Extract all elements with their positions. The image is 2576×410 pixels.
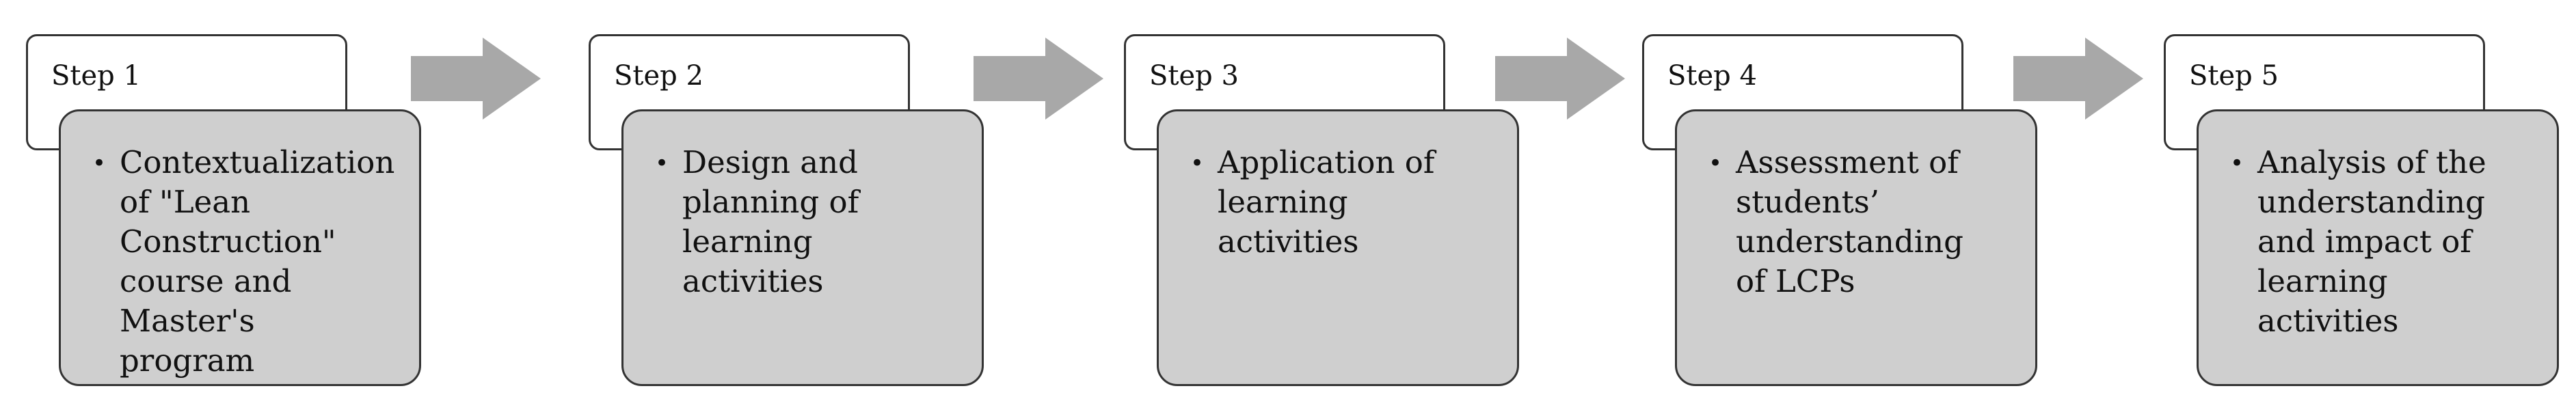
step-2-description: Design and planning of learning activiti…: [682, 144, 859, 299]
bullet-icon: •: [2230, 150, 2244, 177]
step-5-label: Step 5: [2189, 60, 2279, 92]
step-4-description-box: • Assessment of students’ understanding …: [1675, 109, 2037, 386]
arrow-right-icon: [2013, 38, 2143, 120]
bullet-icon: •: [1708, 150, 1723, 177]
step-5-description: Analysis of the understanding and impact…: [2257, 144, 2486, 339]
step-1-description-box: • Contextualization of "Lean Constructio…: [59, 109, 421, 386]
step-2: Step 2 • Design and planning of learning…: [589, 0, 1012, 410]
arrow-right-icon: [411, 38, 541, 120]
step-2-description-box: • Design and planning of learning activi…: [621, 109, 984, 386]
step-4-label: Step 4: [1667, 60, 1757, 92]
arrow-right-icon: [974, 38, 1103, 120]
step-3-description-box: • Application of learning activities: [1157, 109, 1519, 386]
step-4-description: Assessment of students’ understanding of…: [1736, 144, 1963, 299]
step-5-description-box: • Analysis of the understanding and impa…: [2197, 109, 2559, 386]
step-3: Step 3 • Application of learning activit…: [1124, 0, 1548, 410]
arrow-right-icon: [1495, 38, 1625, 120]
step-4: Step 4 • Assessment of students’ underst…: [1642, 0, 2066, 410]
step-1-description: Contextualization of "Lean Construction"…: [120, 144, 395, 379]
step-1-label: Step 1: [51, 60, 141, 92]
step-1: Step 1 • Contextualization of "Lean Cons…: [26, 0, 450, 410]
step-5: Step 5 • Analysis of the understanding a…: [2164, 0, 2576, 410]
bullet-icon: •: [92, 150, 107, 177]
step-3-label: Step 3: [1149, 60, 1239, 92]
step-2-label: Step 2: [614, 60, 703, 92]
bullet-icon: •: [1190, 150, 1205, 177]
step-3-description: Application of learning activities: [1218, 144, 1435, 260]
bullet-icon: •: [655, 150, 669, 177]
